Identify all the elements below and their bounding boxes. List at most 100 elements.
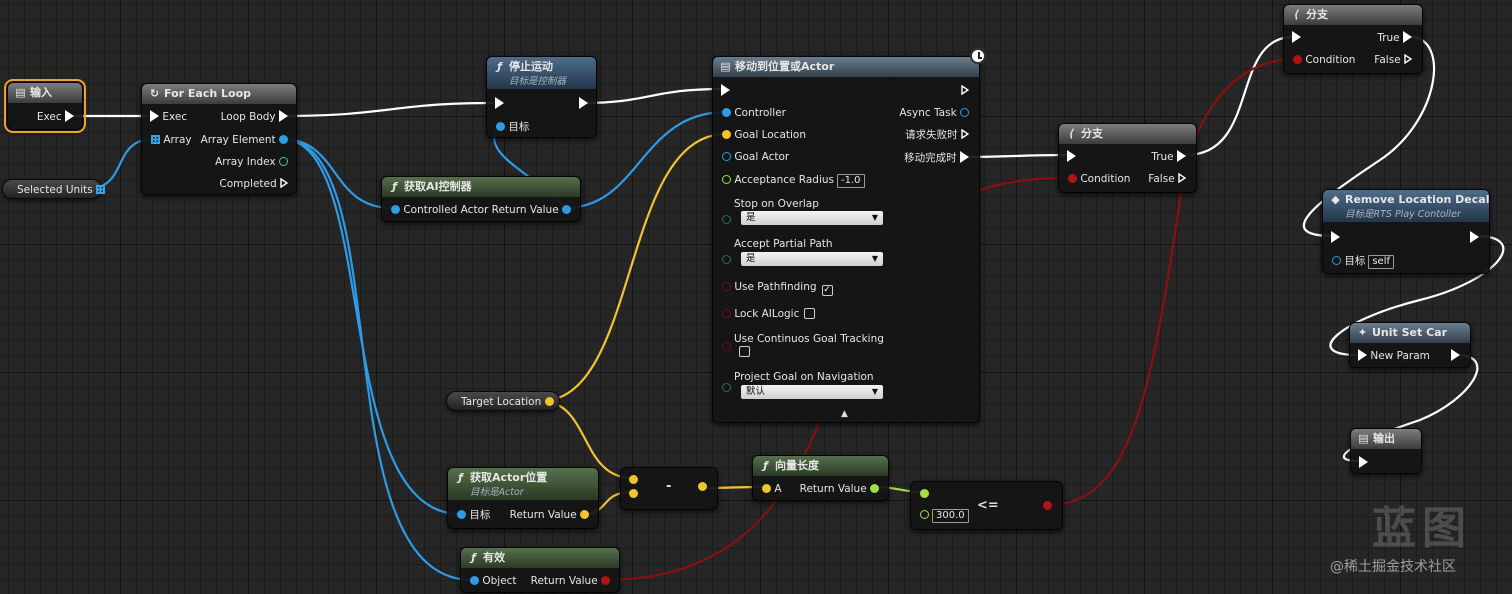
object-pin-icon[interactable] xyxy=(470,576,479,585)
acceptance-radius-input[interactable]: -1.0 xyxy=(837,174,865,188)
int-pin-icon[interactable] xyxy=(279,157,288,166)
subtract-node[interactable]: - xyxy=(620,467,718,510)
array-pin-icon[interactable] xyxy=(151,135,160,144)
exec-out-icon[interactable] xyxy=(279,110,288,122)
project-goal-dropdown[interactable]: 默认▼ xyxy=(741,385,883,399)
for-each-header[interactable]: ↻For Each Loop xyxy=(142,84,296,104)
controlled-actor-pin[interactable]: Controlled Actor xyxy=(391,203,488,217)
vector-length-return-pin[interactable]: Return Value xyxy=(800,482,879,496)
object-pin-icon[interactable] xyxy=(1332,256,1341,265)
exec-in-icon[interactable] xyxy=(1292,31,1301,43)
use-continuous-checkbox[interactable] xyxy=(739,346,750,357)
bool-pin-icon[interactable] xyxy=(722,342,731,351)
compare-output[interactable] xyxy=(1043,499,1052,513)
bool-pin-icon[interactable] xyxy=(722,309,731,318)
for-each-array-index-pin[interactable]: Array Index xyxy=(215,155,288,169)
bool-pin-icon[interactable] xyxy=(1068,174,1077,183)
ai-controller-return-pin[interactable]: Return Value xyxy=(492,203,571,217)
is-valid-object-pin[interactable]: Object xyxy=(470,574,517,588)
input-node-header[interactable]: ▤输入 xyxy=(8,83,82,103)
object-pin-icon[interactable] xyxy=(722,152,731,161)
branch-node-top[interactable]: ⟨分支 True Condition False xyxy=(1283,4,1423,74)
subtract-input-a[interactable] xyxy=(629,473,638,487)
subtract-input-b[interactable] xyxy=(629,487,638,501)
lock-ai-logic-pin[interactable]: Lock AILogic xyxy=(722,307,816,321)
bool-pin-icon[interactable] xyxy=(1293,55,1302,64)
vector-pin-icon[interactable] xyxy=(580,510,589,519)
on-success-pin[interactable]: 移动完成时 xyxy=(904,151,969,165)
for-each-loop-node[interactable]: ↻For Each Loop Exec Loop Body Array Arra… xyxy=(141,83,297,195)
less-equal-node[interactable]: 300.0 <= xyxy=(910,481,1063,530)
branch-middle-condition-pin[interactable]: Condition xyxy=(1068,172,1130,186)
array-pin-icon[interactable] xyxy=(96,185,106,194)
object-pin-icon[interactable] xyxy=(960,108,969,117)
branch-top-condition-pin[interactable]: Condition xyxy=(1293,53,1355,67)
branch-top-true-pin[interactable]: True xyxy=(1377,31,1412,45)
float-pin-icon[interactable] xyxy=(920,489,929,498)
use-pathfinding-checkbox[interactable]: ✓ xyxy=(821,285,833,296)
exec-out-icon[interactable] xyxy=(579,97,588,109)
compare-input-b[interactable]: 300.0 xyxy=(920,508,969,523)
on-fail-pin[interactable]: 请求失败时 xyxy=(905,128,969,142)
exec-out-hollow-icon[interactable] xyxy=(280,178,288,188)
exec-out-hollow-icon[interactable] xyxy=(961,85,969,95)
vector-pin-icon[interactable] xyxy=(722,130,731,139)
branch-node-middle[interactable]: ⟨分支 True Condition False xyxy=(1058,123,1197,193)
for-each-loop-body-pin[interactable]: Loop Body xyxy=(221,110,288,124)
branch-middle-exec-in[interactable] xyxy=(1067,150,1076,164)
vector-pin-icon[interactable] xyxy=(544,397,554,406)
input-node[interactable]: ▤输入 Exec xyxy=(4,79,86,133)
enum-pin-icon[interactable] xyxy=(722,383,731,392)
float-pin-icon[interactable] xyxy=(722,175,731,184)
unit-set-car-new-param-pin[interactable]: New Param xyxy=(1358,349,1430,363)
exec-out-icon[interactable] xyxy=(1403,31,1412,43)
vector-pin-icon[interactable] xyxy=(698,482,707,491)
move-to-exec-in[interactable] xyxy=(721,84,730,98)
output-exec-in[interactable] xyxy=(1359,456,1368,470)
enum-pin-icon[interactable] xyxy=(722,215,731,224)
output-node-header[interactable]: ▤输出 xyxy=(1351,429,1421,449)
branch-top-false-pin[interactable]: False xyxy=(1374,53,1412,67)
branch-middle-false-pin[interactable]: False xyxy=(1148,172,1186,186)
compare-value-input[interactable]: 300.0 xyxy=(932,509,969,523)
object-pin-icon[interactable] xyxy=(457,510,466,519)
exec-in-icon[interactable] xyxy=(1359,456,1368,468)
unit-set-car-exec-out[interactable] xyxy=(1451,349,1460,363)
bool-pin-icon[interactable] xyxy=(601,576,610,585)
exec-out-icon[interactable] xyxy=(1177,150,1186,162)
vector-pin-icon[interactable] xyxy=(629,489,638,498)
exec-out-hollow-icon[interactable] xyxy=(1178,173,1186,183)
async-task-pin[interactable]: Async Task xyxy=(899,106,969,120)
input-exec-pin[interactable]: Exec xyxy=(37,110,74,124)
vector-length-a-pin[interactable]: A xyxy=(762,482,782,496)
accept-partial-path-dropdown[interactable]: 是▼ xyxy=(741,252,883,266)
exec-in-icon[interactable] xyxy=(495,97,504,109)
stop-movement-exec-in[interactable] xyxy=(495,97,504,111)
exec-out-icon[interactable] xyxy=(65,110,74,122)
exec-in-icon[interactable] xyxy=(1358,349,1367,361)
exec-out-icon[interactable] xyxy=(1470,231,1479,243)
exec-in-icon[interactable] xyxy=(721,84,730,96)
branch-top-header[interactable]: ⟨分支 xyxy=(1284,5,1422,25)
object-pin-icon[interactable] xyxy=(562,205,571,214)
exec-in-icon[interactable] xyxy=(1331,231,1340,243)
get-actor-location-target-pin[interactable]: 目标 xyxy=(457,508,490,522)
object-pin-icon[interactable] xyxy=(391,205,400,214)
object-pin-icon[interactable] xyxy=(722,108,731,117)
stop-movement-exec-out[interactable] xyxy=(579,97,588,111)
use-pathfinding-pin[interactable]: Use Pathfinding✓ xyxy=(722,280,833,296)
exec-out-icon[interactable] xyxy=(1451,349,1460,361)
target-self-value[interactable]: self xyxy=(1368,255,1395,269)
stop-movement-target-pin[interactable]: 目标 xyxy=(496,120,529,134)
move-to-location-node[interactable]: ▤移动到位置或Actor Controller Async Task Goal … xyxy=(712,56,980,423)
